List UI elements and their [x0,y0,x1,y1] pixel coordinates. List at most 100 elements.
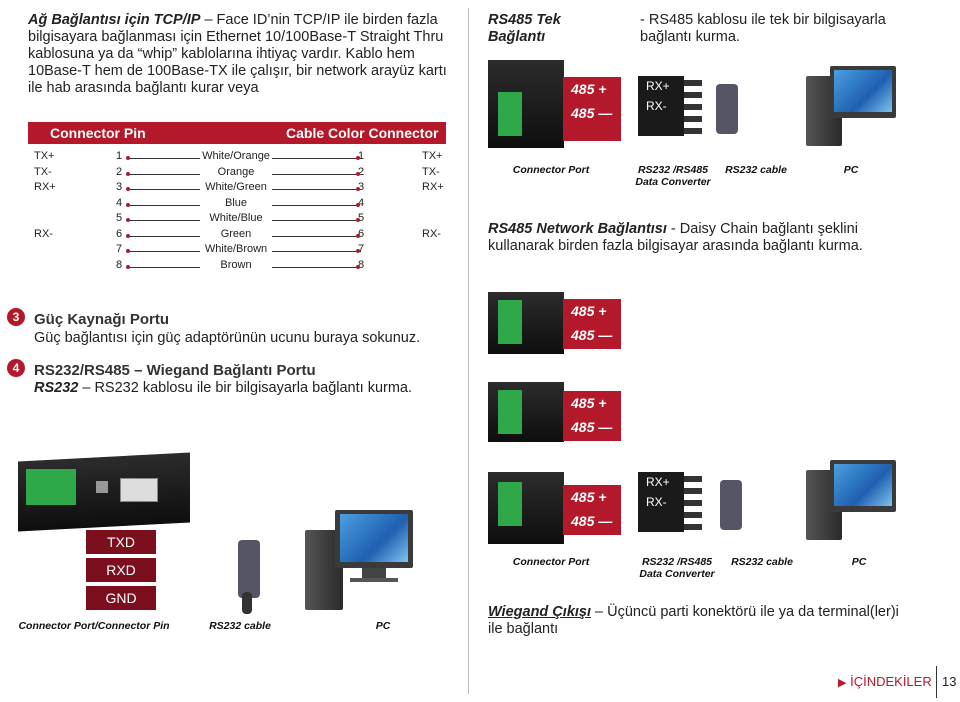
wire-left [128,158,200,159]
section-3-badge: 3 [7,308,25,326]
pin-dot [356,249,360,253]
pin-table-row: TX+ 1 White/Orange 1 TX+ [0,150,460,165]
diag2-cap-port: Connector Port [512,556,590,568]
right-signal: RX- [422,227,441,240]
left-signal: RX+ [34,181,56,193]
diag1-cap-converter: RS232 /RS485 Data Converter [635,164,711,188]
bar-left-label: Connector Pin [50,125,146,141]
right-pin: 7 [358,243,365,255]
pin-table-header: Connector Pin Cable Color Connector [28,122,446,144]
section-4-badge: 4 [7,359,25,377]
tcpip-intro-text: – Face ID’nin TCP/IP ile birden fazla bi… [28,12,447,96]
cable-color: Orange [217,165,255,178]
cable-color: White/Blue [209,212,263,224]
tcpip-intro-title: Ağ Bağlantısı için TCP/IP [28,12,201,28]
right-pin: 1 [358,150,365,162]
wire-left [128,204,200,206]
wieg-title: Wiegand Çıkışı [488,604,592,620]
left-pin: 2 [116,165,123,178]
wire-right [272,251,356,252]
diag1-cap-pc: PC [843,164,859,176]
pin-dot [126,233,130,238]
diag1-rx-minus: RX- [646,99,667,113]
left-pin: 5 [116,212,123,224]
wire-left [128,235,200,237]
right-signal: RX+ [422,181,444,193]
sec4-line: RS232 – RS232 kablosu ile bir bilgisayar… [34,380,412,397]
pin-dot [126,249,130,253]
diag2-a-485-minus: 485 — [571,327,613,343]
sec3-title: Güç Kaynağı Portu [34,311,170,328]
right-pin: 4 [358,196,365,209]
right-pin: 8 [358,258,365,271]
sec4-text: – RS232 kablosu ile bir bilgisayarla bağ… [78,380,413,396]
pin-dot [356,156,360,160]
left-pin: 8 [116,258,123,271]
pin-dot [356,202,360,207]
left-signal: TX- [34,165,52,178]
diag2-a-485-plus: 485 + [571,303,607,319]
gnd-label: GND [86,586,156,610]
diag1-cap-cable: RS232 cable [725,164,787,176]
wire-left [128,220,200,221]
diag2-rx-minus: RX- [646,495,667,509]
sec3-text: Güç bağlantısı için güç adaptörünün ucun… [34,330,421,346]
arrow-right-icon: ▶ [838,677,847,689]
net-text: - Daisy Chain bağlantı şeklini kullanara… [488,221,863,254]
cable-color: White/Green [205,181,267,193]
sec4-bold: RS232 [34,380,79,396]
diag1-485-plus: 485 + [571,81,607,97]
diag2-cap-pc: PC [851,556,867,568]
left-pin: 4 [116,196,123,209]
cable-color: White/Brown [204,243,268,255]
diag1-485-minus: 485 — [571,105,613,121]
left-pin: 1 [116,150,123,162]
wire-left [128,189,200,190]
pin-dot [126,218,130,222]
wire-right [272,173,356,175]
wire-right [272,204,356,206]
pin-dot [356,264,360,269]
diag2-c-485-plus: 485 + [571,489,607,505]
wieg-text: – Üçüncü parti konektörü ile ya da termi… [488,604,899,637]
footer-divider [936,666,937,698]
wire-right [272,158,356,159]
sec4-title: RS232/RS485 – Wiegand Bağlantı Portu [34,362,316,379]
diag2-b-485-minus: 485 — [571,419,613,435]
left-signal: TX+ [34,150,55,162]
pin-table-row: 8 Brown 8 [0,259,460,274]
pin-dot [356,233,360,238]
wiegand-text: Wiegand Çıkışı – Üçüncü parti konektörü … [488,604,912,638]
right-pin: 2 [358,165,365,178]
toc-link[interactable]: ▶ İÇİNDEKİLER [838,674,932,689]
wire-left [128,251,200,252]
wire-left [128,173,200,175]
pin-dot [356,187,360,191]
cable-color: White/Orange [202,150,270,162]
toc-link-label: İÇİNDEKİLER [850,674,932,689]
rs485-single-title: RS485 Tek Bağlantı [488,12,561,45]
diag1-rx-plus: RX+ [646,79,670,93]
cable-color: Brown [220,258,252,271]
wire-right [272,266,356,268]
right-pin: 5 [358,212,365,224]
right-pin: 6 [358,227,365,240]
diag2-b-485-plus: 485 + [571,395,607,411]
pin-table-row: 5 White/Blue 5 [0,212,460,227]
pin-dot [126,187,130,191]
rs485-network-text: RS485 Network Bağlantısı - Daisy Chain b… [488,221,912,255]
pin-dot [126,264,130,269]
pin-dot [356,218,360,222]
pin-dot [356,171,360,176]
cap-pc: PC [375,620,391,632]
right-signal: TX+ [422,150,443,162]
net-title: RS485 Network Bağlantısı [488,221,667,237]
cable-color: Green [220,227,252,240]
left-pin: 3 [116,181,123,193]
diag1-cap-port: Connector Port [512,164,590,176]
